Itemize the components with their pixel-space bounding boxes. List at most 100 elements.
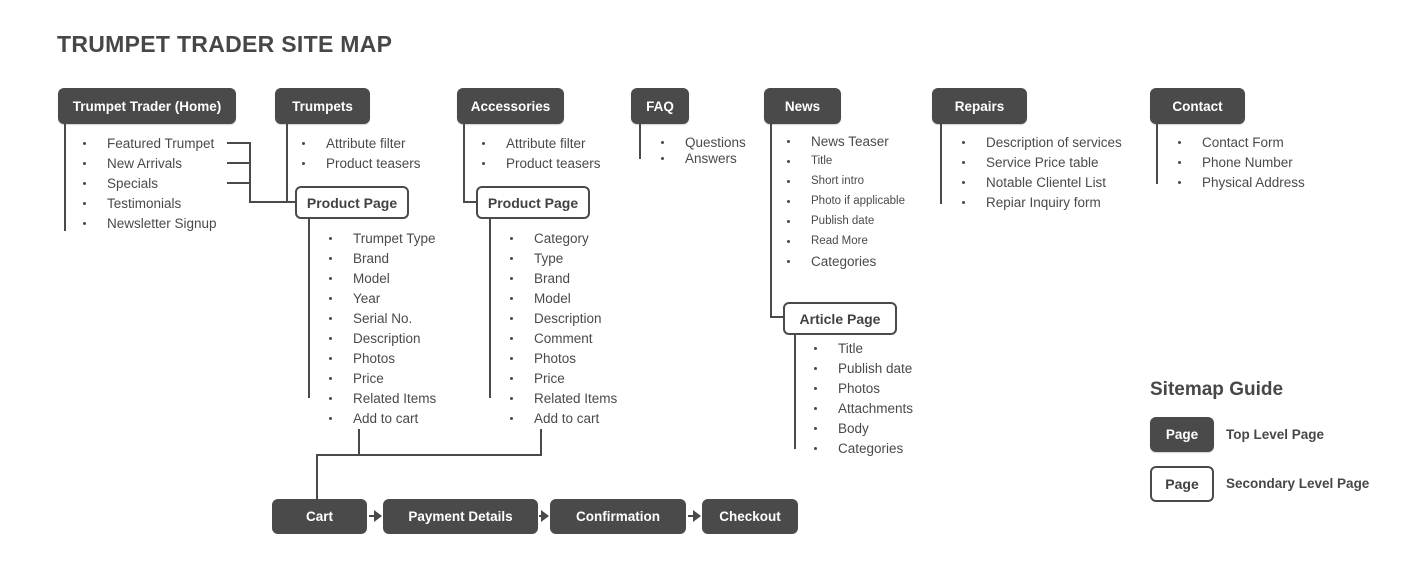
node-contact: Contact: [1150, 88, 1245, 124]
list-item: Brand: [510, 268, 617, 288]
bullet-dot: [83, 221, 86, 225]
list-item: Body: [814, 418, 913, 438]
bullet-dot: [329, 376, 332, 380]
list-item-label: Price: [534, 370, 565, 386]
list-item-label: Title: [838, 340, 864, 356]
list-item: Title: [787, 151, 905, 171]
node-trumpets-label: Trumpets: [292, 98, 353, 114]
list-item: Specials: [83, 173, 217, 193]
list-item-label: Body: [838, 420, 869, 436]
node-news-label: News: [784, 98, 821, 114]
list-item-label: Attribute filter: [506, 135, 586, 151]
list-item: Photo if applicable: [787, 191, 905, 211]
node-contact-label: Contact: [1172, 98, 1223, 114]
list-item-label: Answers: [685, 150, 737, 166]
list-item-label: Title: [811, 155, 833, 167]
bullet-dot: [83, 141, 86, 145]
bullet-dot: [787, 259, 790, 263]
list-item: Repiar Inquiry form: [962, 192, 1122, 212]
bullet-dot: [510, 296, 513, 300]
list-item: Description: [510, 308, 617, 328]
accessories-product-page-list: Category Type Brand Model Description Co…: [510, 228, 617, 428]
list-item-label: Comment: [534, 330, 593, 346]
list-item-label: Testimonials: [107, 195, 182, 211]
list-item-label: Product teasers: [506, 155, 601, 171]
bullet-dot: [510, 256, 513, 260]
list-item: Featured Trumpet: [83, 133, 217, 153]
list-item-label: Model: [534, 290, 571, 306]
node-article-page-label: Article Page: [799, 310, 881, 327]
bullet-dot: [510, 336, 513, 340]
legend-title: Sitemap Guide: [1150, 379, 1284, 400]
flow-step-cart: Cart: [272, 499, 367, 534]
bullet-dot: [329, 236, 332, 240]
connector-faq-trunk: [639, 123, 641, 159]
list-item: Model: [329, 268, 436, 288]
list-item: Read More: [787, 231, 905, 251]
connector-trumpets-trunk: [286, 123, 288, 203]
list-item: Contact Form: [1178, 132, 1305, 152]
list-item: Attribute filter: [302, 133, 421, 153]
list-item: Product teasers: [482, 153, 601, 173]
list-item: Answers: [661, 150, 746, 166]
node-accessories-label: Accessories: [470, 98, 551, 114]
list-item: Model: [510, 288, 617, 308]
list-item: News Teaser: [787, 131, 905, 151]
connector-article-elbow: [770, 316, 783, 318]
connector-home-links-vertical: [249, 142, 251, 203]
bullet-dot: [962, 160, 965, 164]
list-item-label: Featured Trumpet: [107, 135, 215, 151]
legend-secondary-level-label: Secondary Level Page: [1226, 476, 1370, 491]
bullet-dot: [329, 336, 332, 340]
list-item: Phone Number: [1178, 152, 1305, 172]
list-item-label: Add to cart: [534, 410, 600, 426]
list-item: Title: [814, 338, 913, 358]
list-item: Related Items: [329, 388, 436, 408]
list-item-label: Price: [353, 370, 384, 386]
bullet-dot: [83, 181, 86, 185]
list-item-label: Trumpet Type: [353, 230, 436, 246]
bullet-dot: [1178, 140, 1181, 144]
list-item: Publish date: [814, 358, 913, 378]
arrow-right-icon: [539, 510, 549, 522]
node-trumpets: Trumpets: [275, 88, 370, 124]
list-item-label: Brand: [534, 270, 571, 286]
list-item-label: Photo if applicable: [811, 195, 905, 207]
list-item: Brand: [329, 248, 436, 268]
list-item: Related Items: [510, 388, 617, 408]
list-item: Questions: [661, 134, 746, 150]
node-faq-label: FAQ: [646, 98, 674, 114]
repairs-feature-list: Description of services Service Price ta…: [962, 132, 1122, 212]
connector-add-to-cart-stub-trumpets: [358, 429, 360, 456]
list-item-label: Questions: [685, 134, 746, 150]
list-item-label: Categories: [838, 440, 904, 456]
list-item-label: Phone Number: [1202, 154, 1293, 170]
node-repairs-label: Repairs: [954, 98, 1005, 114]
article-page-list: Title Publish date Photos Attachments Bo…: [814, 338, 913, 458]
bullet-dot: [302, 141, 305, 145]
bullet-dot: [787, 179, 790, 183]
list-item: Description of services: [962, 132, 1122, 152]
bullet-dot: [814, 446, 817, 450]
page-title: TRUMPET TRADER SITE MAP: [57, 31, 393, 57]
bullet-dot: [814, 346, 817, 350]
list-item: Photos: [814, 378, 913, 398]
list-item-label: Description: [353, 330, 421, 346]
list-item: Categories: [814, 438, 913, 458]
list-item: Testimonials: [83, 193, 217, 213]
list-item-label: Type: [534, 250, 564, 266]
list-item: Price: [510, 368, 617, 388]
bullet-dot: [1178, 180, 1181, 184]
arrow-right-icon: [369, 510, 382, 522]
list-item: Year: [329, 288, 436, 308]
node-accessories-product-page-label: Product Page: [487, 194, 579, 211]
connector-contact-trunk: [1156, 123, 1158, 184]
list-item-label: Notable Clientel List: [986, 174, 1107, 190]
connector-repairs-trunk: [940, 123, 942, 204]
list-item-label: News Teaser: [811, 133, 889, 149]
bullet-dot: [510, 396, 513, 400]
bullet-dot: [510, 376, 513, 380]
list-item: Attribute filter: [482, 133, 601, 153]
flow-step-payment-details: Payment Details: [383, 499, 538, 534]
